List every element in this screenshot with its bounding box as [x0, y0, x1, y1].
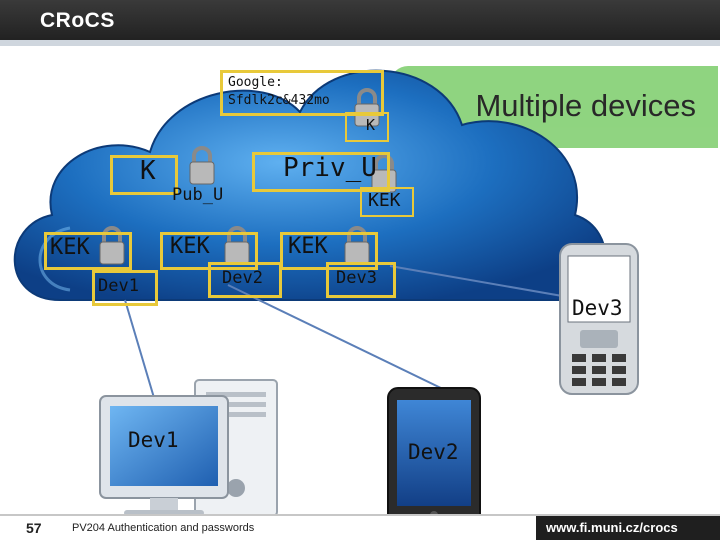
footer-url: www.fi.muni.cz/crocs: [546, 520, 678, 535]
google-password-label: Google: Sfdlk2c&432mo: [228, 75, 330, 108]
slide-title: Multiple devices: [475, 88, 696, 123]
master-key-label: K: [366, 116, 376, 134]
desktop-computer-icon: [99, 379, 278, 517]
k-label: K: [140, 156, 156, 186]
desktop-device-label: Dev1: [128, 428, 179, 452]
url-box: [536, 516, 720, 540]
tablet-icon: [387, 387, 481, 525]
page-number: 57: [26, 520, 42, 536]
kek-3-label: KEK: [288, 234, 328, 259]
course-title: PV204 Authentication and passwords: [72, 522, 255, 534]
header-strip: [0, 40, 720, 46]
kek-1-box: [44, 232, 132, 270]
phone-device-label: Dev3: [572, 296, 623, 320]
pub-u-label: Pub_U: [172, 185, 224, 205]
tablet-device-label: Dev2: [408, 440, 459, 464]
google-password-box: [220, 70, 384, 116]
connector-dev3: [389, 265, 569, 298]
kek-2-label: KEK: [170, 234, 210, 259]
connector-dev2: [227, 284, 446, 391]
dev2-label: Dev2: [222, 268, 263, 288]
kek-3-box: [280, 232, 378, 270]
dev1-box: [92, 270, 158, 306]
dev3-box: [326, 262, 396, 298]
padlock-icon: [189, 146, 215, 185]
phone-icon: [559, 243, 639, 395]
crocs-logo: CRoCS: [40, 9, 115, 32]
kek-1-label: KEK: [50, 235, 90, 260]
footer-divider: [0, 514, 720, 516]
kek-priv-box: [360, 187, 414, 217]
master-key-box: [345, 112, 389, 142]
dev2-box: [208, 262, 282, 298]
priv-u-box: [252, 152, 390, 192]
padlock-icon: [371, 154, 397, 193]
k-box: [110, 155, 178, 195]
kek-priv-label: KEK: [368, 190, 401, 211]
dev3-label: Dev3: [336, 268, 377, 288]
dev1-label: Dev1: [98, 276, 139, 296]
priv-u-label: Priv_U: [283, 153, 377, 183]
header-bar: CRoCS: [0, 0, 720, 46]
